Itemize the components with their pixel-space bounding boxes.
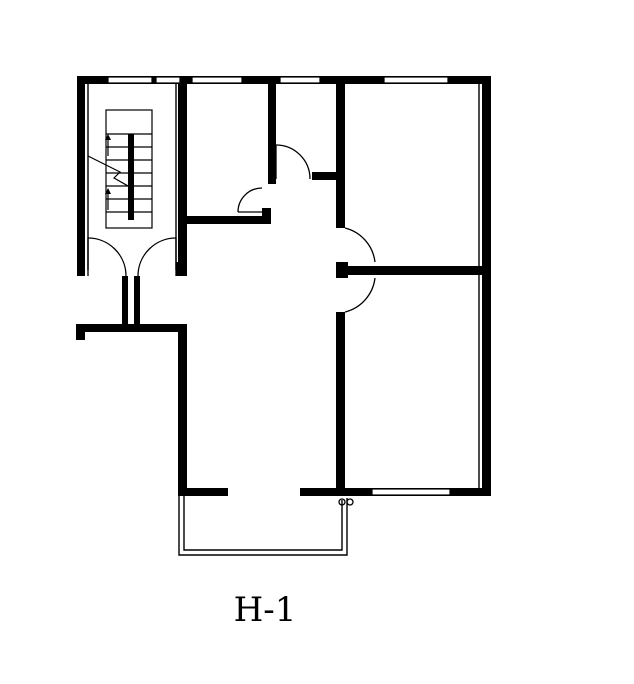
stairwell-double-door (87, 237, 177, 277)
south-wall (178, 488, 491, 496)
window (155, 76, 181, 84)
window (383, 76, 449, 84)
bedroom-partition (336, 84, 376, 496)
plan-label: H-1 (234, 590, 297, 630)
window (191, 76, 243, 84)
east-wall (482, 76, 491, 496)
kitchen-partitions (187, 84, 342, 224)
bedroom-divider (345, 266, 491, 275)
stair-flight (87, 109, 153, 229)
window (371, 488, 451, 496)
balcony (178, 496, 354, 556)
window (107, 76, 153, 84)
entry-corridor (76, 262, 187, 496)
window (279, 76, 321, 84)
stairwell (77, 76, 187, 277)
north-wall (77, 76, 491, 84)
